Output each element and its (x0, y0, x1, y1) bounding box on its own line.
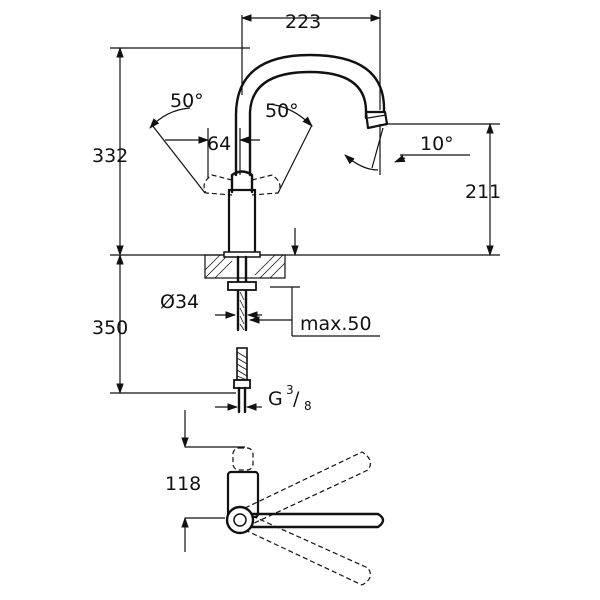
dim-below-counter: 350 (92, 317, 128, 339)
dim-spout-tilt: 10° (420, 133, 454, 155)
handle-hub (230, 170, 254, 194)
dim-handle-angle-right: 50° (265, 100, 299, 122)
dim-spout-height: 211 (465, 181, 501, 203)
svg-text:/: / (293, 388, 300, 410)
dim-spout-reach: 223 (285, 11, 321, 33)
side-view: 223 332 211 50° 50° 64 10° (92, 10, 501, 414)
svg-text:8: 8 (304, 399, 312, 413)
top-lever (248, 512, 385, 529)
dim-total-height: 332 (92, 145, 128, 167)
dim-handle-spacing: 64 (207, 133, 231, 155)
dim-top-view-depth: 118 (165, 473, 201, 495)
spout (234, 53, 386, 177)
dim-max-thickness: max.50 (300, 313, 372, 335)
top-lever-open-left (244, 451, 372, 526)
lever-right (251, 174, 281, 196)
dim-thread-size: G 3 / 8 (268, 383, 312, 413)
hose-fitting (233, 379, 251, 389)
mounting-nut (227, 281, 257, 291)
flex-hose (233, 347, 251, 414)
dim-handle-angle-left: 50° (170, 90, 204, 112)
dim-hole-diameter: Ø34 (160, 291, 199, 313)
top-lever-open-right (244, 514, 372, 586)
faucet-base (223, 251, 261, 258)
lever-left (203, 174, 233, 196)
svg-text:G: G (268, 388, 283, 410)
top-spout-outline (232, 447, 254, 471)
top-view: 118 (165, 410, 385, 586)
svg-text:3: 3 (286, 383, 294, 397)
spout-outlet (364, 110, 389, 130)
faucet-body (227, 188, 257, 257)
